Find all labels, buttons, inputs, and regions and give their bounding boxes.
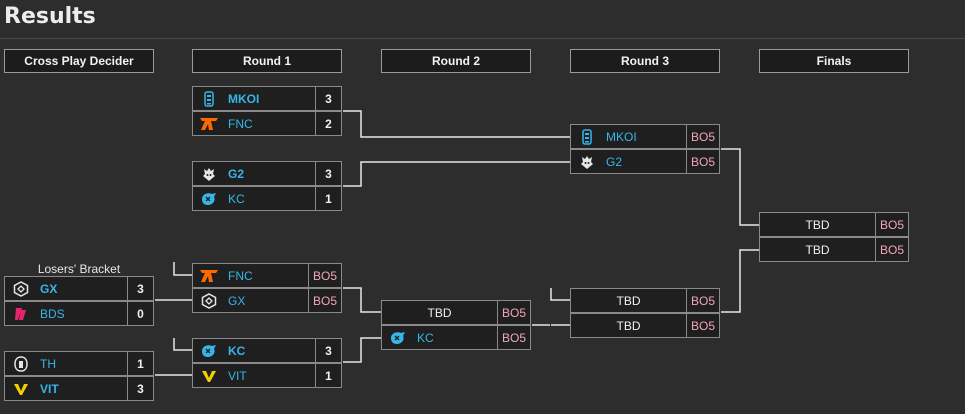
team-name: TBD xyxy=(805,217,830,232)
kc-logo-icon xyxy=(388,329,408,347)
header-round-2: Round 2 xyxy=(381,49,531,73)
team-name: G2 xyxy=(228,166,245,181)
team-name: KC xyxy=(417,330,434,345)
team-name: GX xyxy=(228,293,246,308)
team-score: 3 xyxy=(315,162,341,185)
header-round-3: Round 3 xyxy=(570,49,720,73)
team-score: 1 xyxy=(315,364,341,387)
r3-m1-team2[interactable]: G2 BO5 xyxy=(570,149,720,174)
vitality-logo-icon xyxy=(199,367,219,385)
mkoi-logo-icon xyxy=(577,128,597,146)
g2-logo-icon xyxy=(577,153,597,171)
team-name: FNC xyxy=(228,268,253,283)
team-name: GX xyxy=(40,281,58,296)
team-score: 3 xyxy=(315,339,341,362)
connector-r3m2-stub-top xyxy=(550,288,570,301)
team-name: G2 xyxy=(606,154,623,169)
mkoi-logo-icon xyxy=(199,90,219,108)
r3-m1-team1[interactable]: MKOI BO5 xyxy=(570,124,720,149)
fnatic-logo-icon xyxy=(199,115,219,133)
match-format: BO5 xyxy=(497,301,530,324)
team-name: MKOI xyxy=(606,129,637,144)
gx-logo-icon xyxy=(11,280,31,298)
kc-logo-icon xyxy=(199,342,219,360)
team-name: TH xyxy=(40,356,56,371)
connector-r3m2-finals xyxy=(721,249,759,313)
page-title: Results xyxy=(4,4,96,29)
team-name: VIT xyxy=(40,381,59,396)
team-name: TBD xyxy=(805,242,830,257)
match-format: BO5 xyxy=(686,125,719,148)
r1-m4-team2[interactable]: VIT 1 xyxy=(192,363,342,388)
match-format: BO5 xyxy=(875,213,908,236)
connector-r1m3-r2 xyxy=(343,287,381,313)
r1-m1-team2[interactable]: FNC 2 xyxy=(192,111,342,136)
match-format: BO5 xyxy=(686,314,719,337)
fnatic-logo-icon xyxy=(199,267,219,285)
header-cross-play-decider: Cross Play Decider xyxy=(4,49,154,73)
team-name: BDS xyxy=(40,306,65,321)
cpd-m1-team1[interactable]: GX 3 xyxy=(4,276,154,301)
team-name: KC xyxy=(228,191,245,206)
team-name: TBD xyxy=(616,293,641,308)
team-score: 1 xyxy=(315,187,341,210)
bds-logo-icon xyxy=(11,305,31,323)
connector-r3m1-finals xyxy=(721,148,759,226)
r1-m4-team1[interactable]: KC 3 xyxy=(192,338,342,363)
match-format: BO5 xyxy=(686,289,719,312)
r3-m2-team1[interactable]: TBD BO5 xyxy=(570,288,720,313)
cpd-m2-team2[interactable]: VIT 3 xyxy=(4,376,154,401)
heretics-logo-icon xyxy=(11,355,31,373)
g2-logo-icon xyxy=(199,165,219,183)
connector-r1m4-r2 xyxy=(343,337,381,363)
team-name: FNC xyxy=(228,116,253,131)
r1-m1-team1[interactable]: MKOI 3 xyxy=(192,86,342,111)
match-format: BO5 xyxy=(875,238,908,261)
r2-m1-team1[interactable]: TBD BO5 xyxy=(381,300,531,325)
r1-m3-team1[interactable]: FNC BO5 xyxy=(192,263,342,288)
header-finals: Finals xyxy=(759,49,909,73)
team-score: 3 xyxy=(315,87,341,110)
losers-bracket-label: Losers' Bracket xyxy=(37,262,121,276)
connector-r1m3-stub xyxy=(173,262,192,276)
team-score: 3 xyxy=(127,377,153,400)
match-format: BO5 xyxy=(308,289,341,312)
team-score: 1 xyxy=(127,352,153,375)
team-score: 0 xyxy=(127,302,153,325)
finals-team1[interactable]: TBD BO5 xyxy=(759,212,909,237)
header-round-1: Round 1 xyxy=(192,49,342,73)
vitality-logo-icon xyxy=(11,380,31,398)
connector-r1m4-stub xyxy=(173,338,192,351)
team-name: TBD xyxy=(616,318,641,333)
r1-m2-team1[interactable]: G2 3 xyxy=(192,161,342,186)
title-divider xyxy=(0,38,965,39)
finals-team2[interactable]: TBD BO5 xyxy=(759,237,909,262)
team-name: VIT xyxy=(228,368,247,383)
r2-m1-team2[interactable]: KC BO5 xyxy=(381,325,531,350)
team-name: MKOI xyxy=(228,91,260,106)
team-name: TBD xyxy=(427,305,452,320)
team-score: 3 xyxy=(127,277,153,300)
r1-m2-team2[interactable]: KC 1 xyxy=(192,186,342,211)
match-format: BO5 xyxy=(497,326,530,349)
match-format: BO5 xyxy=(308,264,341,287)
connector-r1m2-r3m1 xyxy=(343,161,570,187)
kc-logo-icon xyxy=(199,190,219,208)
team-score: 2 xyxy=(315,112,341,135)
connector-r1m1-r3m1 xyxy=(343,110,570,138)
r1-m3-team2[interactable]: GX BO5 xyxy=(192,288,342,313)
cpd-m1-team2[interactable]: BDS 0 xyxy=(4,301,154,326)
cpd-m2-team1[interactable]: TH 1 xyxy=(4,351,154,376)
r3-m2-team2[interactable]: TBD BO5 xyxy=(570,313,720,338)
gx-logo-icon xyxy=(199,292,219,310)
match-format: BO5 xyxy=(686,150,719,173)
team-name: KC xyxy=(228,343,246,358)
